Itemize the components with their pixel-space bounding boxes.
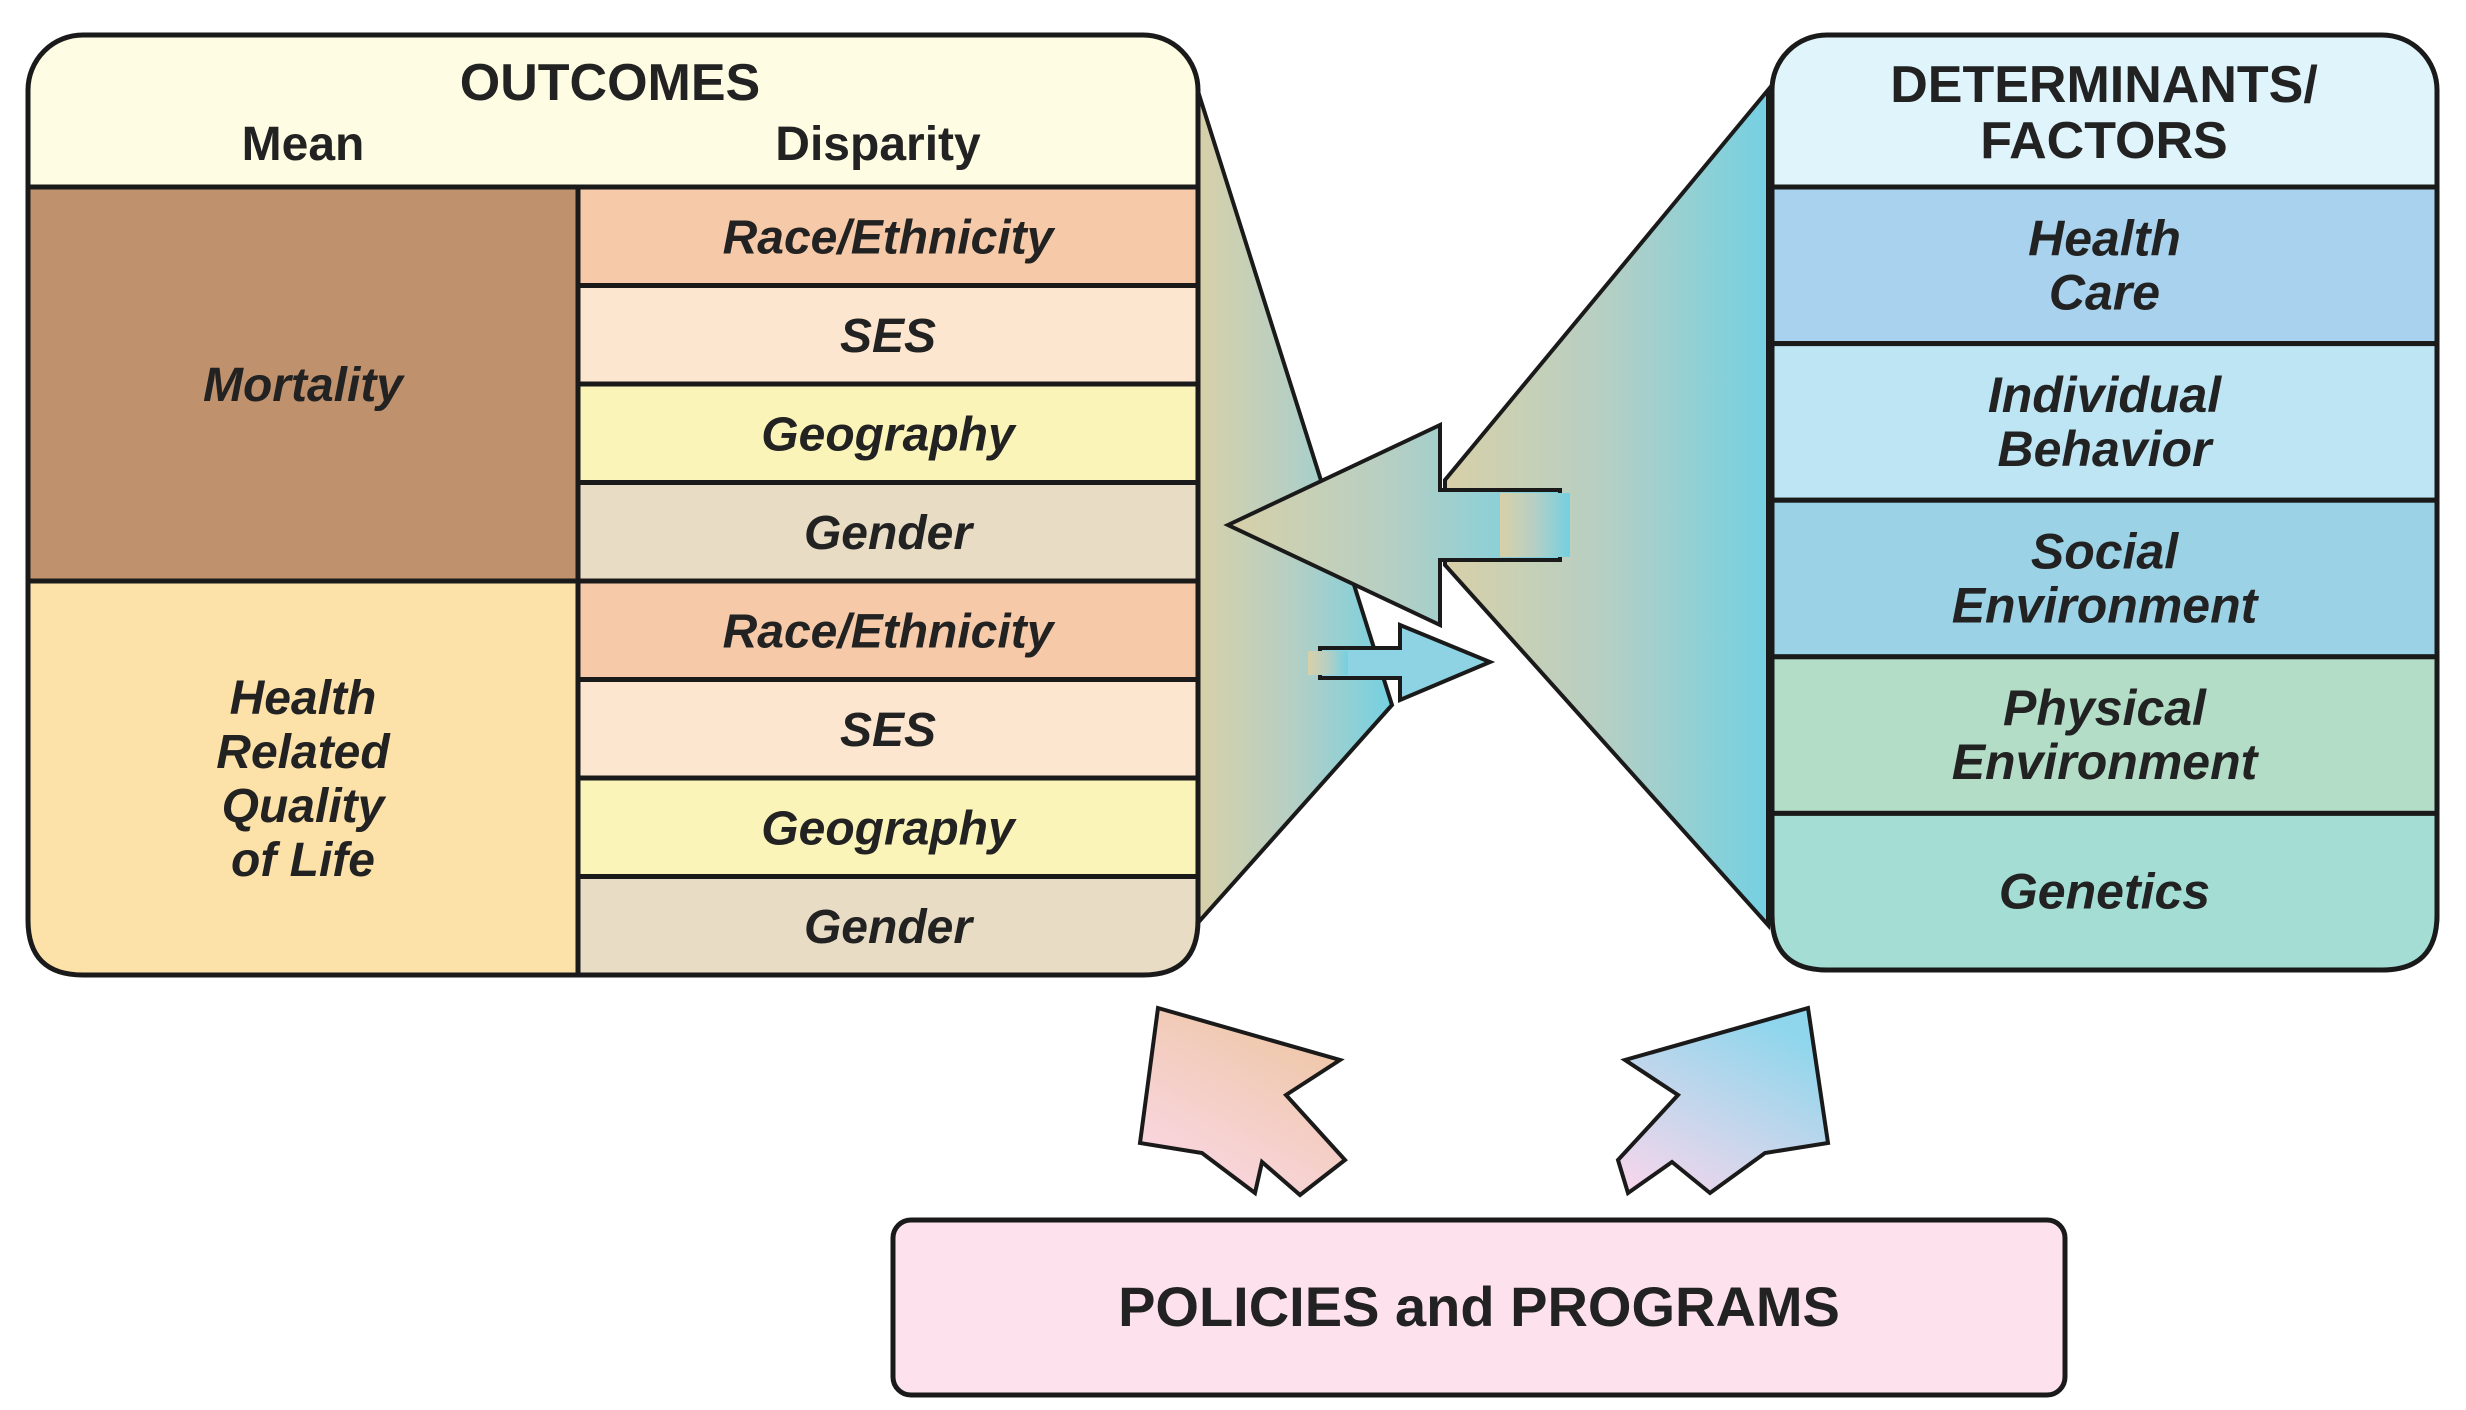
determinant-label: Physical — [2003, 680, 2207, 736]
disparity-cell — [575, 874, 1201, 978]
arrow-right-icon — [1318, 622, 1496, 704]
determinant-cell — [1769, 810, 2440, 973]
disparity-cell — [575, 184, 1201, 288]
disparity-label: Race/Ethnicity — [723, 211, 1056, 264]
determinant-label: Care — [2049, 264, 2160, 320]
outcomes-panel: OUTCOMES Mean Disparity MortalityRace/Et… — [25, 32, 1201, 978]
disparity-label: SES — [840, 310, 936, 363]
determinant-label: Genetics — [1999, 864, 2210, 920]
outcomes-col-mean: Mean — [242, 118, 365, 171]
disparity-label: Gender — [804, 901, 974, 954]
outcomes-col-disparity: Disparity — [775, 118, 981, 171]
determinant-label: Environment — [1952, 734, 2260, 790]
arrow-up-left-icon — [1137, 1005, 1348, 1198]
determinant-cell — [1769, 497, 2440, 660]
outcomes-grid: MortalityRace/EthnicitySESGeographyGende… — [25, 184, 1201, 978]
determinant-cell — [1769, 184, 2440, 347]
determinant-label: Health — [2028, 210, 2181, 266]
disparity-cell — [575, 480, 1201, 584]
determinants-panel: DETERMINANTS/ FACTORS HealthCareIndividu… — [1769, 32, 2440, 973]
determinants-title-line-1: DETERMINANTS/ — [1890, 56, 2318, 114]
disparity-label: SES — [840, 704, 936, 757]
outcome-mean-label: Quality — [222, 780, 387, 833]
policies-label: POLICIES and PROGRAMS — [1118, 1275, 1840, 1338]
policies-box: POLICIES and PROGRAMS — [890, 1217, 2068, 1398]
outcome-mean-label: of Life — [231, 834, 375, 887]
outcome-mean-label: Related — [216, 726, 391, 779]
disparity-label: Geography — [761, 408, 1017, 461]
disparity-cell — [575, 578, 1201, 682]
policy-arrows — [1137, 1005, 1831, 1198]
disparity-cell — [575, 381, 1201, 485]
determinants-title-line-2: FACTORS — [1980, 112, 2228, 170]
determinant-cell — [1769, 341, 2440, 503]
determinant-label: Individual — [1988, 367, 2222, 423]
disparity-label: Gender — [804, 507, 974, 560]
outcome-mean-label: Health — [230, 672, 377, 725]
center-connector — [1194, 84, 1770, 931]
outcomes-title: OUTCOMES — [460, 54, 760, 112]
determinant-label: Environment — [1952, 578, 2260, 634]
disparity-cell — [575, 677, 1201, 781]
disparity-label: Race/Ethnicity — [723, 605, 1056, 658]
policies-box-bg — [890, 1217, 2068, 1398]
determinant-label: Behavior — [1998, 421, 2215, 477]
outcome-mean-cell — [25, 578, 581, 978]
arrow-up-right-icon — [1615, 1005, 1831, 1197]
disparity-cell — [575, 775, 1201, 879]
determinant-label: Social — [2031, 524, 2179, 580]
outcome-mean-label: Mortality — [203, 359, 405, 412]
determinants-grid: HealthCareIndividualBehaviorSocialEnviro… — [1769, 184, 2440, 973]
disparity-label: Geography — [761, 802, 1017, 855]
